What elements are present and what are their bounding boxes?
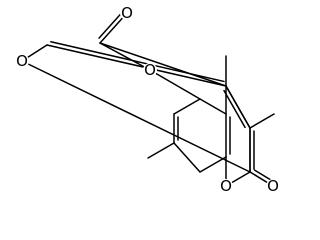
atom-label-furan-oxygen: O (15, 52, 29, 70)
double-bond-inner-Cc-Oc (98, 11, 123, 39)
single-bond-C8-C8a (199, 156, 227, 173)
single-bond-C7-Me7 (147, 142, 175, 159)
ester-oxygen-label: O (144, 61, 156, 79)
single-bond-C3-Me3 (249, 113, 275, 129)
ring-oxygen-label: O (220, 177, 232, 195)
single-bond-Cc-Oe (99, 42, 151, 71)
single-bond-C5a-C6 (173, 98, 201, 115)
atom-label-lactone-carbonyl-oxygen: O (266, 177, 280, 195)
atom-label-ester-oxygen: O (143, 61, 157, 79)
atom-label-ring-oxygen: O (219, 177, 233, 195)
double-bond-C4-C5 (46, 44, 227, 87)
lactone-carbonyl-oxygen-label: O (267, 177, 279, 195)
furan-oxygen-label: O (16, 52, 28, 70)
chemical-structure-diagram: O O O O O (15, 4, 280, 195)
ester-carbonyl-oxygen-label: O (121, 4, 133, 22)
single-bond-C4a-C5a (199, 98, 227, 115)
double-bond-C4-C3 (225, 85, 251, 129)
double-bond-inner-C2-Oco (253, 169, 274, 182)
double-bond-inner-C4-C5 (50, 41, 225, 83)
atom-label-ester-carbonyl-oxygen: O (120, 4, 134, 22)
single-bond-Oe-C5a (149, 69, 201, 100)
bond-lines (21, 11, 275, 187)
single-bond-C7-C8 (173, 142, 201, 173)
single-bond-O1-C2 (21, 60, 251, 173)
double-bond-inner-C4-C3 (223, 89, 246, 129)
single-bond-C4-Cc (99, 42, 227, 87)
